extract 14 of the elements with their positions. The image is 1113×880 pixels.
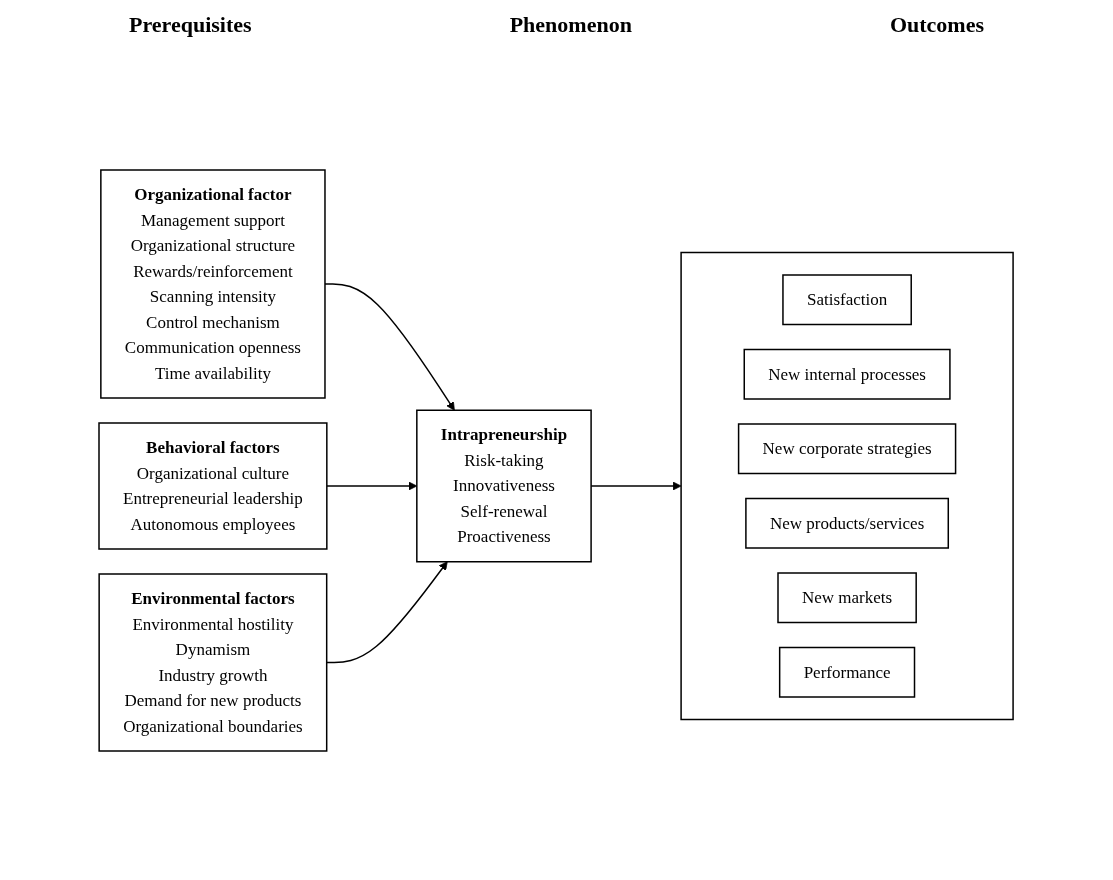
node-box: New products/services (745, 497, 950, 549)
node-box: Environmental factors Environmental hostility Dynamism Industry growth Demand for new products Organizational boundaries (98, 572, 328, 752)
column-heading: Phenomenon (509, 12, 632, 38)
node-box: Satisfaction (782, 273, 913, 325)
column-heading: Outcomes (889, 12, 984, 38)
node-box: New markets (777, 571, 918, 623)
node-box: New corporate strategies (738, 422, 957, 474)
column-heading: Prerequisites (129, 12, 252, 38)
node-box: New internal processes (743, 348, 952, 400)
node-box: Performance (779, 646, 916, 698)
cluster (680, 251, 1015, 720)
node-box: Organizational factor Management support Organizational structure Rewards/reinforcement Scanning intensity Control mechanism Communication openness Time availability (100, 168, 327, 399)
node-box: Intrapreneurship Risk-taking Innovativeness Self-renewal Proactiveness (416, 409, 593, 562)
node-box: Behavioral factors Organizational culture Entrepreneurial leadership Autonomous employees (98, 421, 329, 550)
